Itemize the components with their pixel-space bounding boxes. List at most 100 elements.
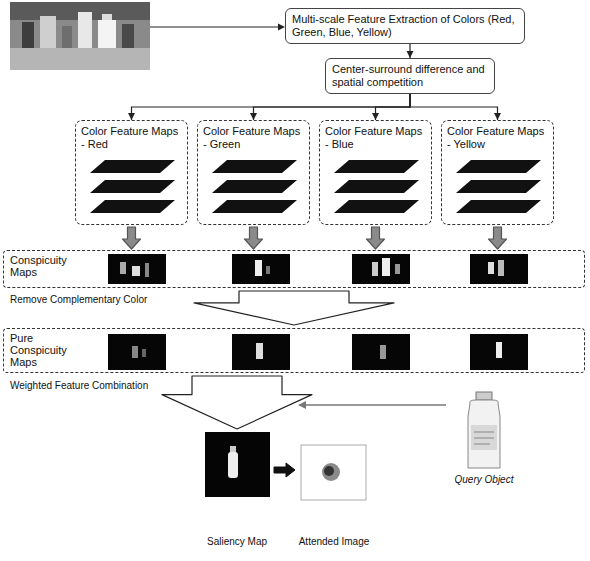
saliency-image [228, 452, 238, 478]
image-panel: Query Object [448, 390, 520, 486]
input-arrow [150, 26, 279, 27]
arrow-head [250, 113, 257, 120]
node-text: Attended Image [296, 536, 372, 548]
node-text: Color Feature Maps - Blue [325, 125, 426, 151]
flow-connector [367, 227, 385, 249]
query-bottle [468, 400, 500, 468]
attended-image [301, 445, 366, 500]
conspicuity-thumbnails [395, 264, 400, 274]
flow-connector [123, 227, 141, 249]
input-photo [10, 48, 150, 70]
connector-line [410, 94, 498, 120]
node-text: Center-surround difference and spatial c… [332, 63, 488, 89]
attended-image [322, 463, 340, 481]
conspicuity-thumbnails [488, 262, 494, 274]
query-bottle [468, 392, 500, 468]
input-photo [102, 14, 112, 20]
saliency-image [205, 432, 270, 497]
image-panel: Attended Image [296, 445, 372, 548]
block-arrow [367, 227, 385, 249]
map-band: Conspicuity Maps [3, 250, 585, 288]
node-text: Color Feature Maps - Red [81, 125, 182, 151]
process-box: Center-surround difference and spatial c… [325, 58, 495, 94]
flow-connector [489, 227, 507, 249]
input-photo [40, 16, 56, 48]
conspicuity-thumbnails [120, 262, 126, 274]
query-bottle [476, 392, 492, 400]
flow-connector [128, 94, 410, 120]
input-photo [98, 20, 116, 48]
pure-conspicuity-thumbnails [108, 334, 528, 370]
step-label: Remove Complementary Color [10, 294, 147, 306]
attended-image [324, 466, 334, 476]
pure-conspicuity-thumbnails [142, 349, 146, 357]
connector-line [376, 94, 411, 120]
arrow-head [372, 113, 379, 120]
conspicuity-thumbnails [145, 263, 149, 277]
block-arrow [489, 227, 507, 249]
feature-map-stack [212, 160, 297, 173]
image-panel: Saliency Map [201, 432, 273, 548]
feature-map-stack [90, 160, 175, 173]
node-text: Conspicuity Maps [10, 254, 82, 278]
feature-map-stack [90, 180, 175, 193]
node-text: Color Feature Maps - Green [203, 125, 304, 151]
conspicuity-thumbnails [266, 266, 270, 274]
node-text: Query Object [448, 474, 520, 486]
block-arrow [162, 376, 312, 429]
node-text: Color Feature Maps - Yellow [447, 125, 548, 151]
pure-conspicuity-thumbnails [470, 334, 528, 370]
flow-connector [162, 376, 312, 429]
pure-conspicuity-thumbnails [352, 334, 410, 370]
feature-map-stack [456, 200, 541, 213]
saliency-image [230, 446, 236, 453]
conspicuity-thumbnails [352, 254, 410, 284]
node-text: Saliency Map [201, 536, 273, 548]
conspicuity-thumbnails [498, 260, 504, 276]
node-text: Pure Conspicuity Maps [10, 332, 82, 368]
conspicuity-thumbnails [108, 254, 166, 284]
query-bottle [474, 438, 494, 439]
conspicuity-thumbnails [372, 262, 378, 276]
flow-connector [410, 94, 501, 120]
feature-map-stack [334, 160, 419, 173]
feature-map-stack [334, 180, 419, 193]
conspicuity-thumbnails [132, 266, 140, 276]
query-arrow [298, 401, 446, 409]
conspicuity-thumbnails [382, 258, 390, 276]
feature-map-stack [334, 200, 419, 213]
input-photo [122, 24, 134, 48]
connector-line [132, 94, 411, 120]
query-arrow [298, 401, 306, 409]
pure-conspicuity-thumbnails [496, 342, 502, 358]
feature-map-stack [456, 160, 541, 173]
query-bottle [471, 425, 497, 450]
input-photo [22, 22, 34, 48]
flow-connector [274, 463, 295, 477]
pure-conspicuity-thumbnails [132, 346, 138, 358]
feature-map-group: Color Feature Maps - Red [75, 120, 188, 225]
connector-line [254, 94, 411, 120]
pure-conspicuity-thumbnails [256, 343, 263, 359]
query-arrow [305, 404, 446, 406]
input-arrow [150, 24, 285, 31]
pure-conspicuity-thumbnails [232, 334, 290, 370]
saliency-image [205, 432, 270, 497]
arrow-head [494, 113, 501, 120]
arrow-head [407, 51, 414, 58]
feature-map-group: Color Feature Maps - Blue [319, 120, 432, 225]
feature-map-stack [90, 200, 175, 213]
map-band: Pure Conspicuity Maps [3, 328, 585, 373]
feature-map-stack [212, 200, 297, 213]
feature-map-group: Color Feature Maps - Green [197, 120, 310, 225]
input-photo [10, 2, 150, 70]
flow-connector [194, 291, 394, 325]
flow-connector [372, 94, 410, 120]
conspicuity-thumbnails [470, 254, 528, 284]
block-arrow [274, 463, 295, 477]
conspicuity-thumbnails [255, 260, 262, 276]
conspicuity-thumbnails [232, 254, 290, 284]
query-bottle [474, 432, 494, 433]
block-arrow [245, 227, 263, 249]
